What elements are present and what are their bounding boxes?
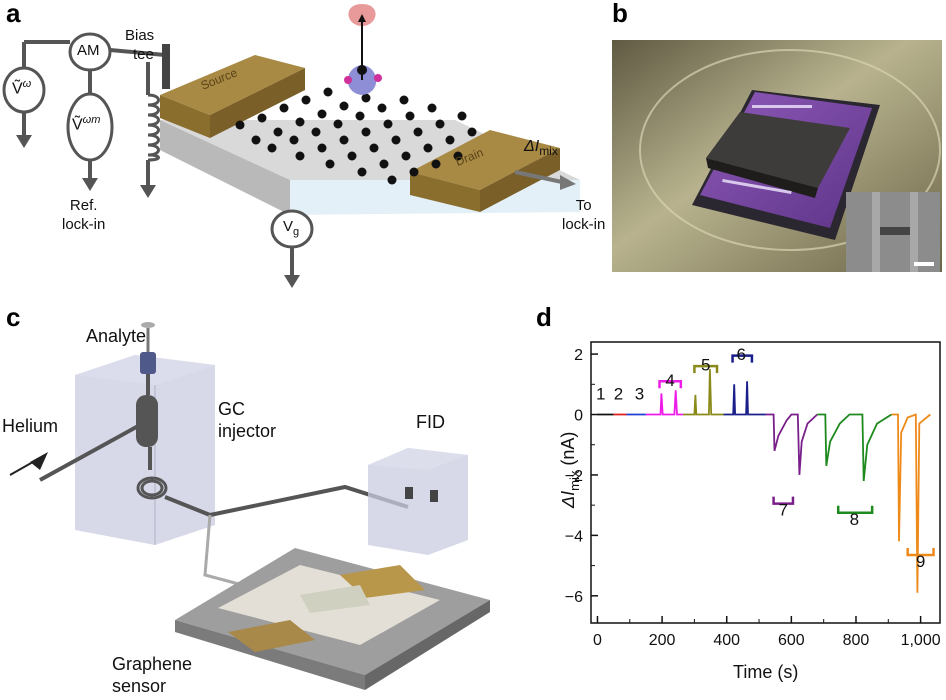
chart-xlabel: Time (s) <box>733 662 799 682</box>
to-lockin-line1: To <box>575 197 592 214</box>
series-line-7 <box>765 413 818 475</box>
gc-injector-line1: GC <box>218 399 245 419</box>
ref-lockin-line2: lock-in <box>62 216 106 233</box>
delta-i-symbol: ΔI <box>524 138 540 155</box>
x-tick-label: 800 <box>843 632 870 649</box>
gc-injector-label: GC injector <box>218 398 276 442</box>
peak-label-4: 4 <box>665 371 674 390</box>
delta-i-mix-label: ΔImix <box>524 138 558 158</box>
y-tick-label: 0 <box>574 408 583 425</box>
v-omega-sup: ω <box>22 78 32 90</box>
panel-a-letter: a <box>6 0 21 28</box>
chart-ylabel: ΔImix (nA) <box>558 400 582 540</box>
vg-sub: g <box>293 226 300 238</box>
to-lockin-line2: lock-in <box>562 216 606 233</box>
peak-label-3: 3 <box>635 384 644 403</box>
peak-bracket-8 <box>836 505 874 514</box>
panel-c-letter: c <box>6 302 21 332</box>
series-line-9 <box>891 413 931 593</box>
bias-tee-line2: tee <box>133 46 154 63</box>
panel-d-letter: d <box>536 302 552 332</box>
vg-symbol: V <box>283 218 294 235</box>
chart-ylabel-symbol: ΔI <box>558 490 579 508</box>
peak-label-7: 7 <box>779 501 788 520</box>
y-tick-label: −2 <box>565 468 583 485</box>
v-omega-m-sup: ωm <box>82 114 101 126</box>
fid-label: FID <box>416 412 445 432</box>
peak-bracket-5 <box>693 364 719 374</box>
am-label: AM <box>77 42 100 59</box>
peak-label-5: 5 <box>701 356 710 375</box>
ref-lockin-label: Ref. lock-in <box>62 196 105 234</box>
peak-label-2: 2 <box>614 384 623 403</box>
series-line-4 <box>645 390 684 416</box>
bias-tee-line1: Bias <box>125 27 155 44</box>
peak-label-8: 8 <box>850 510 859 529</box>
bias-tee-label: Bias tee <box>125 26 154 64</box>
x-tick-label: 600 <box>778 632 805 649</box>
series-line-8 <box>817 413 892 482</box>
to-lockin-label: To lock-in <box>562 196 605 234</box>
chart-ylabel-unit: (nA) <box>558 431 579 466</box>
peak-bracket-4 <box>658 380 683 389</box>
peak-label-9: 9 <box>916 552 925 571</box>
x-tick-label: 1,000 <box>901 632 941 649</box>
peak-bracket-9 <box>906 548 935 557</box>
ref-lockin-line1: Ref. <box>69 197 98 214</box>
plot-frame <box>590 341 941 624</box>
panel-b-letter: b <box>612 0 628 28</box>
vg-label: Vg <box>283 218 299 238</box>
graphene-sensor-line2: sensor <box>112 676 167 696</box>
x-tick-label: 400 <box>713 632 740 649</box>
series-line-5 <box>683 369 724 416</box>
peak-bracket-6 <box>731 354 754 363</box>
delta-i-sub: mix <box>539 144 558 159</box>
v-omega-m-symbol: Ṽ <box>72 116 83 134</box>
helium-label: Helium <box>2 416 59 436</box>
peak-bracket-7 <box>772 496 795 505</box>
peak-label-1: 1 <box>596 384 605 403</box>
chart-ylabel-sub: mix <box>566 470 582 491</box>
y-tick-label: 2 <box>574 347 583 364</box>
v-omega-m-label: Ṽωm <box>72 114 100 134</box>
peak-label-6: 6 <box>737 345 746 364</box>
gc-injector-line2: injector <box>218 421 277 441</box>
y-tick-label: −6 <box>565 589 583 606</box>
y-tick-label: −4 <box>565 528 583 545</box>
x-tick-label: 200 <box>649 632 676 649</box>
graphene-sensor-label: Graphene sensor <box>112 653 192 697</box>
scale-bar <box>914 262 934 266</box>
x-tick-label: 0 <box>593 632 602 649</box>
graphene-sensor-line1: Graphene <box>112 654 193 674</box>
analyte-label: Analyte <box>86 326 147 346</box>
v-omega-label: Ṽω <box>12 78 31 98</box>
series-line-6 <box>723 381 766 416</box>
v-omega-symbol: Ṽ <box>12 80 23 98</box>
